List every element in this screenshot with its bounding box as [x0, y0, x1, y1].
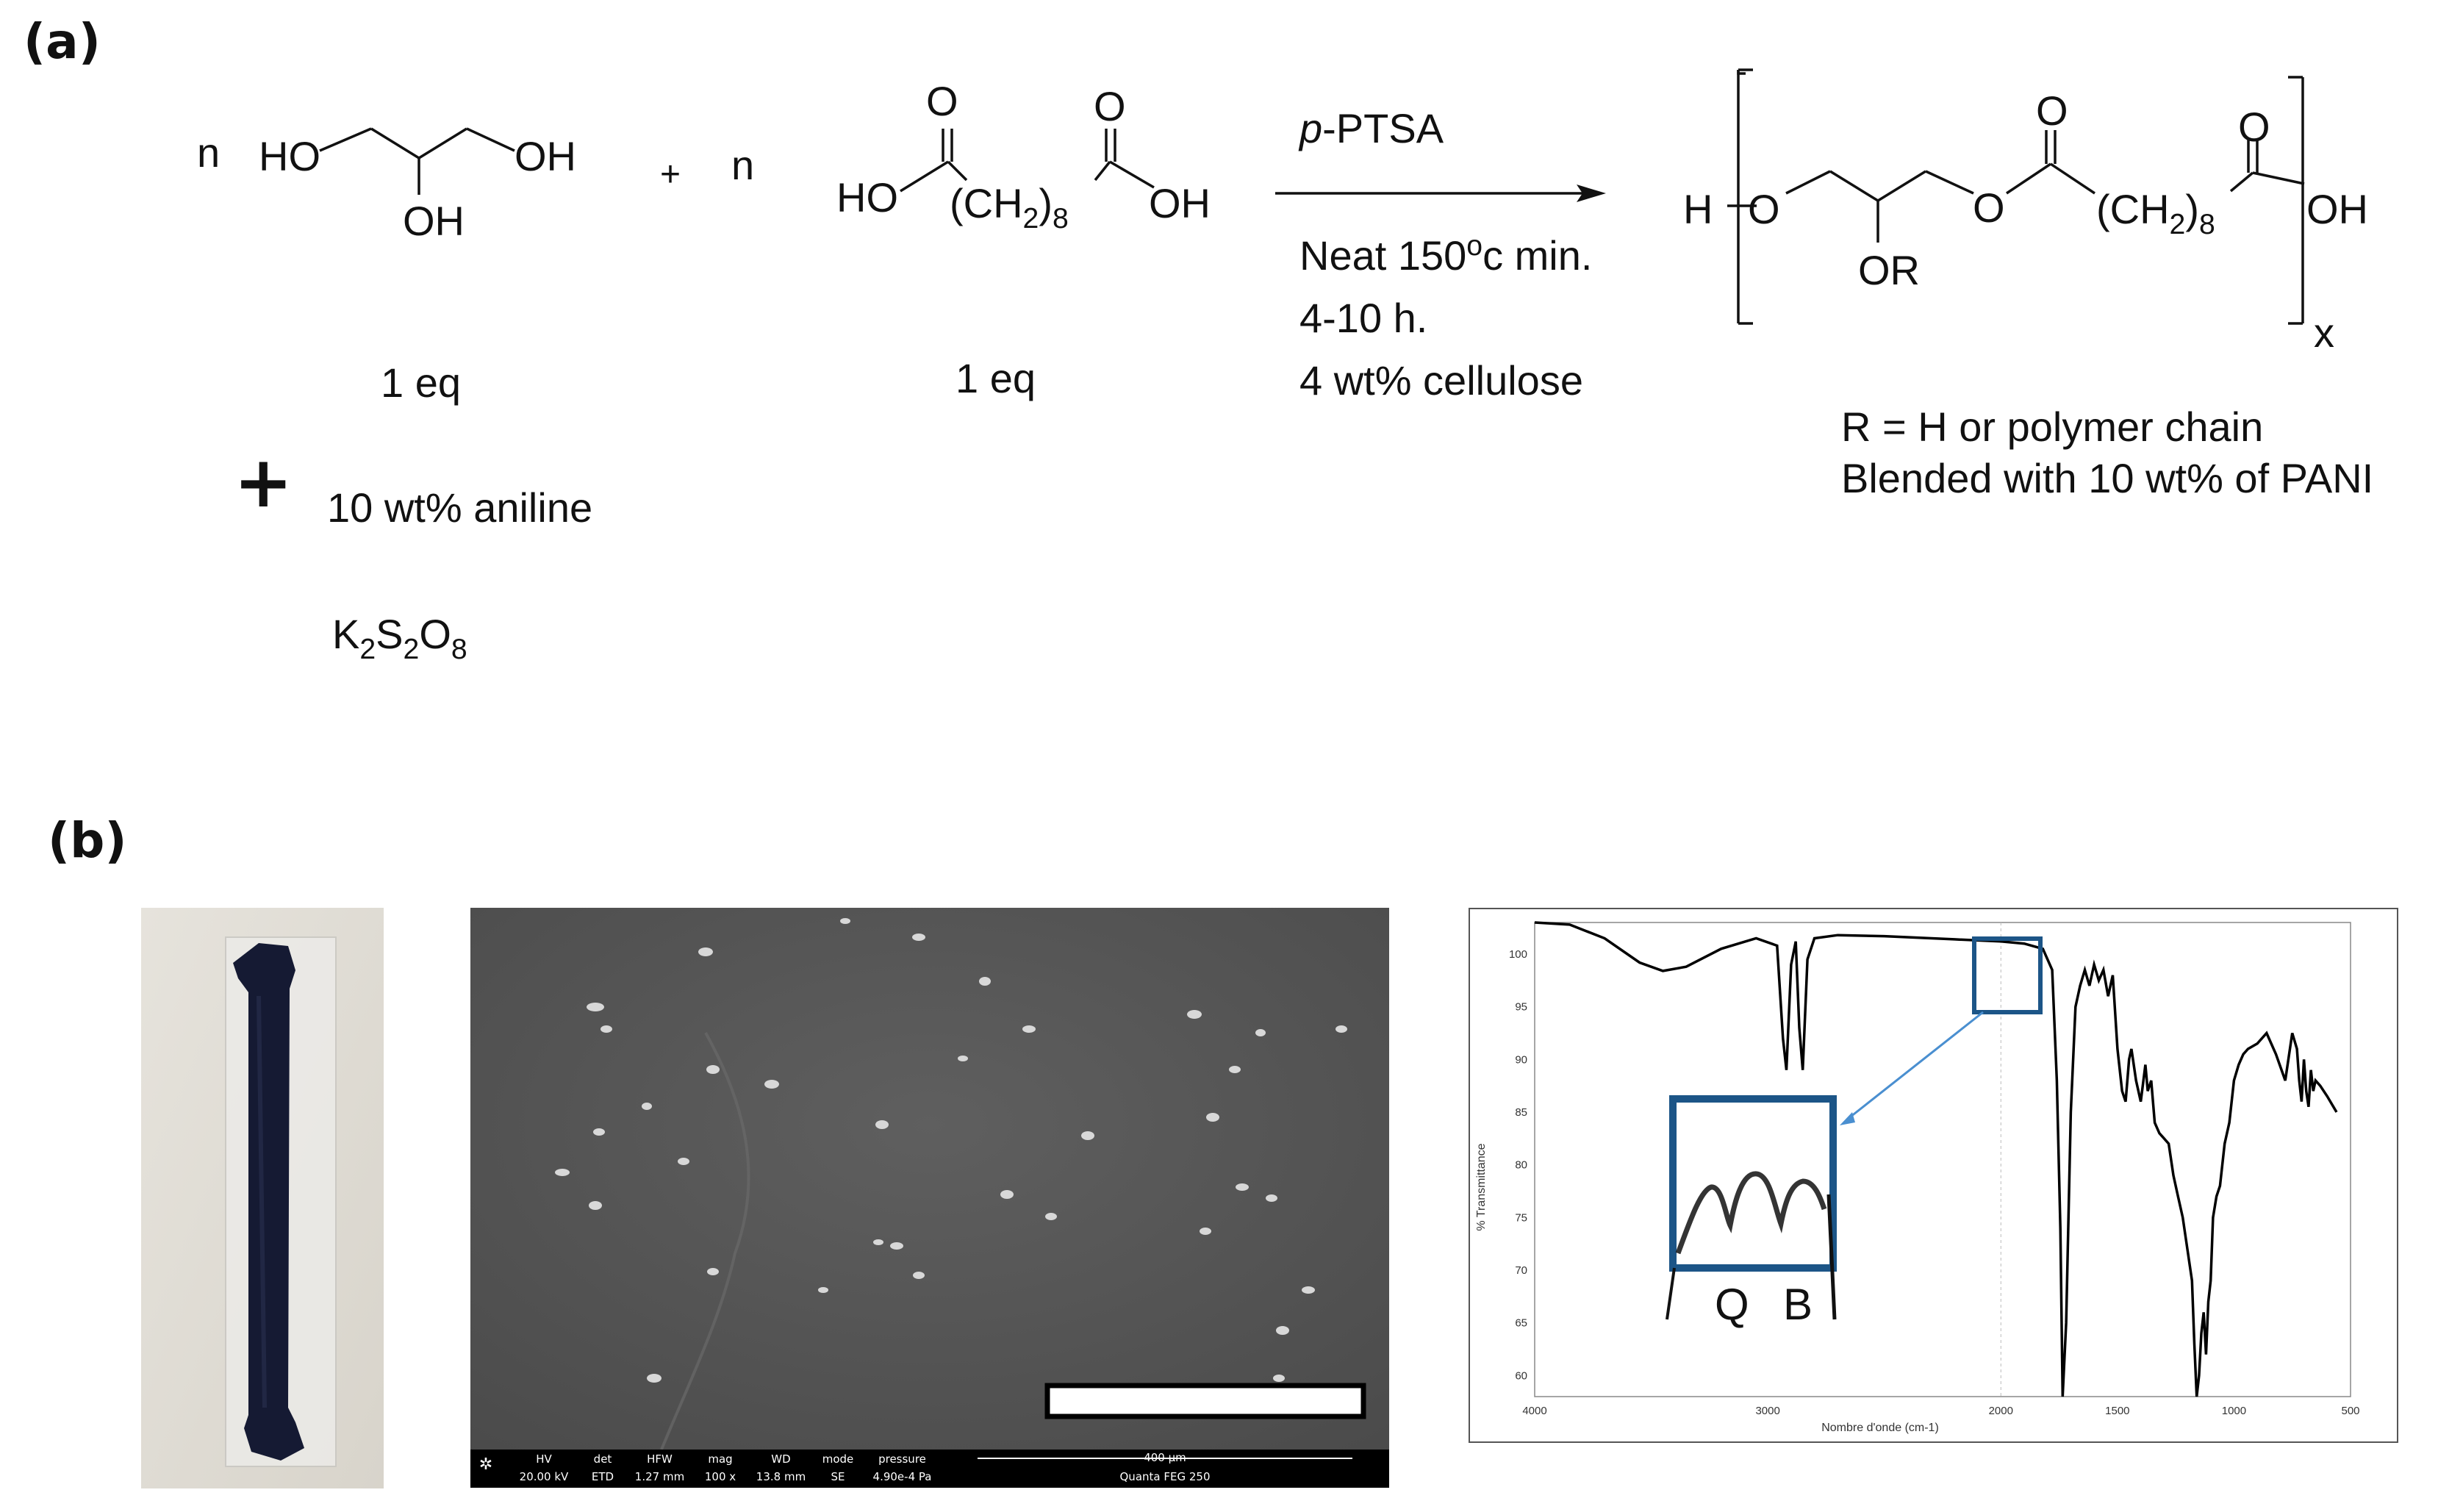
sem-mag-header: mag — [708, 1452, 733, 1466]
sem-wd-header: WD — [771, 1452, 791, 1466]
sem-wd-value: 13.8 mm — [756, 1470, 806, 1483]
ftir-xtick-label: 1000 — [2222, 1405, 2246, 1417]
product-note-r: R = H or polymer chain — [1841, 404, 2264, 450]
sebacic-bonds — [900, 129, 1155, 193]
panel-b-label: (b) — [48, 812, 127, 869]
reaction-arrow — [1275, 184, 1606, 202]
sem-det-value: ETD — [591, 1470, 614, 1483]
sem-pressure-header: pressure — [878, 1452, 926, 1466]
ftir-ytick-label: 70 — [1515, 1264, 1527, 1277]
sem-mag-value: 100 x — [704, 1470, 736, 1483]
ftir-ytick-label: 90 — [1515, 1053, 1527, 1066]
product-or: OR — [1858, 247, 1920, 293]
ftir-ytick-label: 80 — [1515, 1159, 1527, 1172]
ftir-xtick-label: 4000 — [1522, 1405, 1546, 1417]
ftir-inset-b: B — [1783, 1280, 1813, 1329]
sem-hv-header: HV — [536, 1452, 552, 1466]
product-note-blend: Blended with 10 wt% of PANI — [1841, 455, 2374, 501]
glycerol-eq: 1 eq — [381, 359, 461, 406]
plus-large: + — [234, 441, 293, 523]
product-h: H — [1683, 186, 1713, 232]
ftir-plot-frame — [1534, 922, 2351, 1397]
sebacic-chain: (CH2)8 — [950, 180, 1069, 234]
sem-hfw-value: 1.27 mm — [634, 1470, 685, 1483]
sem-mode-header: mode — [822, 1452, 854, 1466]
plus-small: + — [660, 155, 681, 194]
ftir-xtick-label: 3000 — [1755, 1405, 1779, 1417]
ftir-xlabel: Nombre d'onde (cm-1) — [1821, 1422, 1939, 1434]
ftir-ytick-label: 85 — [1515, 1106, 1527, 1119]
sebacic-oh: OH — [1149, 180, 1211, 226]
ftir-xtick-label: 1500 — [2105, 1405, 2129, 1417]
sem-hfw-header: HFW — [647, 1452, 673, 1466]
sem-info-bar: ✲ HV 20.00 kV det ETD HFW 1.27 mm mag 10… — [470, 1450, 1389, 1488]
condition-temperature: Neat 150oc min. — [1299, 230, 1593, 279]
ftir-chart: 4000 3000 2000 1500 1000 500 100 95 90 85 80 75 70 65… — [1469, 908, 2398, 1443]
ftir-highlight-pointer — [1846, 1011, 1984, 1121]
sem-pressure-value: 4.90e-4 Pa — [872, 1470, 932, 1483]
glycerol-oh-bottom: OH — [403, 198, 465, 244]
ftir-spectrum-line — [1534, 921, 2338, 1397]
oxidant-label: K2S2O8 — [332, 611, 467, 665]
sebacic-ho: HO — [836, 174, 898, 221]
product-o3: O — [2036, 87, 2068, 134]
catalyst-label: p-PTSA — [1299, 105, 1444, 151]
product-chain: (CH2)8 — [2096, 186, 2215, 240]
sem-scale-line — [978, 1458, 1352, 1459]
ftir-xtick-label: 2000 — [1989, 1405, 2013, 1417]
glycerol-ho-left: HO — [259, 133, 320, 179]
ftir-inset-q: Q — [1715, 1280, 1749, 1329]
ftir-highlight-box — [1972, 936, 2043, 1014]
glycerol-oh-right: OH — [515, 133, 576, 179]
aniline-label: 10 wt% aniline — [327, 484, 593, 531]
product-oh: OH — [2306, 186, 2368, 232]
ftir-xtick-label: 500 — [2341, 1405, 2359, 1417]
sem-mode-value: SE — [831, 1470, 845, 1483]
sem-hv-value: 20.00 kV — [519, 1470, 569, 1483]
sem-logo-icon: ✲ — [478, 1455, 493, 1474]
sebacic-eq: 1 eq — [956, 355, 1036, 401]
ftir-ytick-label: 75 — [1515, 1211, 1527, 1224]
condition-cellulose: 4 wt% cellulose — [1299, 357, 1583, 404]
glycerol-bonds — [319, 127, 515, 195]
ftir-inset — [1666, 1095, 1837, 1320]
glycerol-n: n — [197, 129, 221, 176]
product-x: x — [2314, 309, 2334, 356]
product-o4: O — [2238, 104, 2270, 150]
ftir-ylabel: % Transmittance — [1475, 1143, 1488, 1230]
product-bonds — [1727, 68, 2305, 325]
panel-a-label: (a) — [24, 13, 101, 70]
sebacic-o-right: O — [1094, 83, 1126, 129]
sem-instrument: Quanta FEG 250 — [1119, 1470, 1211, 1483]
film-photo — [141, 908, 384, 1488]
ftir-ytick-label: 65 — [1515, 1317, 1527, 1330]
sem-image — [470, 908, 1389, 1450]
sem-det-header: det — [593, 1452, 612, 1466]
product-o1: O — [1748, 186, 1780, 232]
ftir-ytick-label: 100 — [1509, 948, 1527, 961]
sebacic-n: n — [731, 142, 755, 188]
ftir-ytick-label: 95 — [1515, 1001, 1527, 1014]
product-o2: O — [1973, 184, 2005, 231]
ftir-ytick-label: 60 — [1515, 1369, 1527, 1382]
sebacic-o-left: O — [926, 78, 958, 124]
condition-time: 4-10 h. — [1299, 295, 1428, 341]
